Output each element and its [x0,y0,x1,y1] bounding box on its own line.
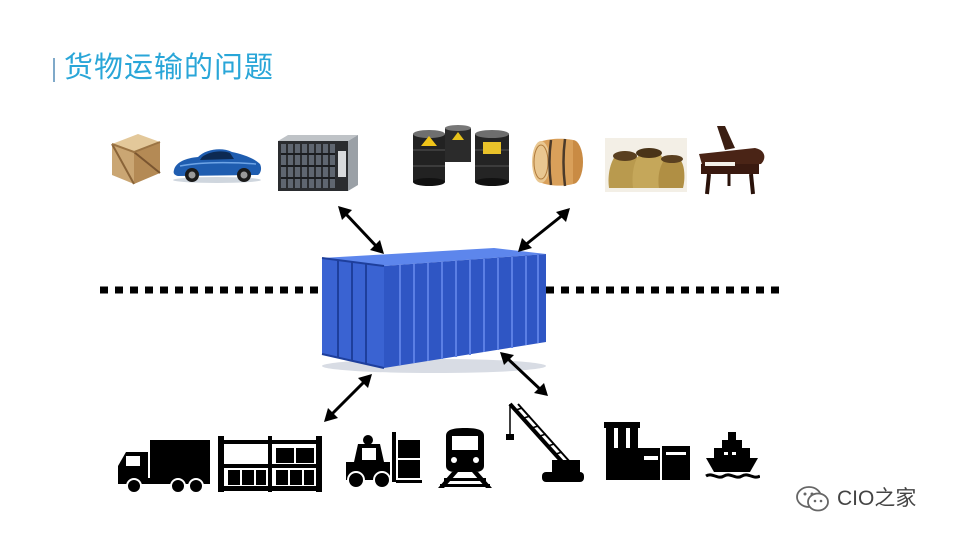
wooden-crate-icon [111,134,161,185]
ship-icon [705,432,760,479]
train-icon [438,428,492,488]
grand-piano-icon [699,126,765,195]
wechat-icon [796,486,829,512]
crane-icon [506,402,584,482]
truck-icon [118,440,210,494]
watermark: CIO之家 [795,484,916,514]
grain-sacks-icon [605,138,687,192]
arrow-container-to-bottom-right [500,352,548,396]
factory-icon [604,422,690,480]
dotted-boundary-line-left [100,286,332,294]
arrow-container-to-top-left [338,206,384,254]
shipping-container-icon [321,248,546,373]
watermark-text: CIO之家 [837,487,917,510]
forklift-icon [346,432,422,489]
arrow-container-to-top-right [518,208,570,252]
oil-barrels-icon [413,125,509,186]
warehouse-rack-icon [218,436,322,492]
wooden-barrel-icon [532,138,583,187]
arrow-container-to-bottom-left [324,374,372,422]
sports-car-icon [173,149,262,183]
dotted-boundary-line-right [546,286,780,294]
server-rack-icon [278,135,358,191]
page-title: 货物运输的问题 [64,50,275,84]
title-accent-bar [53,58,55,82]
